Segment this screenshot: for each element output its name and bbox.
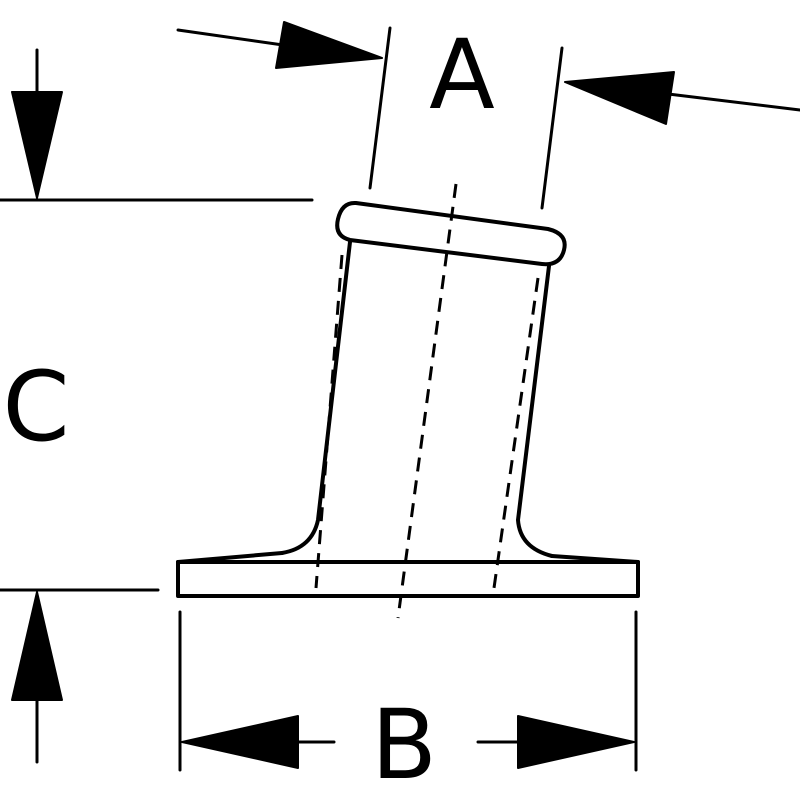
arrow-c-up-icon (11, 591, 63, 701)
dimension-label-a: A (429, 19, 495, 131)
dimension-a: A (176, 19, 800, 210)
tube-left-wall (280, 240, 352, 555)
arrow-a-right-icon (564, 71, 675, 125)
arrow-a-left-icon (275, 21, 383, 69)
arrow-c-down-icon (11, 91, 63, 199)
dimension-b: B (178, 610, 638, 800)
dimension-label-b: B (371, 689, 437, 800)
hidden-line-right-bore (492, 277, 540, 589)
rail-base-fitting (176, 183, 640, 619)
hidden-line-left-bore (314, 254, 344, 589)
base-plate (176, 560, 640, 598)
dimension-c: C (0, 48, 314, 764)
extension-line-a-right (540, 46, 564, 210)
top-collar (335, 200, 567, 267)
center-line (396, 183, 458, 619)
arrow-b-left-icon (181, 715, 299, 769)
extension-line-a-left (368, 26, 392, 190)
arrow-b-right-icon (517, 715, 635, 769)
dimension-label-c: C (2, 351, 69, 463)
dimension-line-a-right (658, 91, 800, 112)
dimension-line-a-left (176, 28, 292, 48)
tube-right-wall (516, 264, 554, 558)
